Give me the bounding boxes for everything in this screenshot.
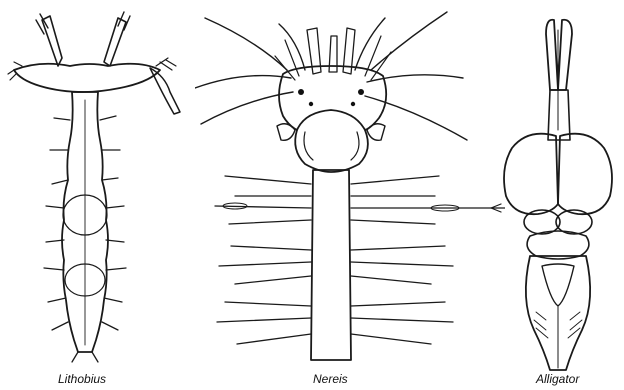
caption-lithobius: Lithobius	[58, 372, 106, 386]
nereis-panel: Nereis	[195, 0, 505, 390]
caption-alligator: Alligator	[536, 372, 579, 386]
lithobius-nerve-cord-drawing	[0, 0, 200, 390]
caption-nereis: Nereis	[313, 372, 348, 386]
lithobius-panel: Lithobius	[0, 0, 200, 390]
nereis-nerve-cord-drawing	[195, 0, 505, 390]
alligator-panel: Alligator	[490, 0, 624, 390]
alligator-brain-drawing	[490, 0, 624, 390]
